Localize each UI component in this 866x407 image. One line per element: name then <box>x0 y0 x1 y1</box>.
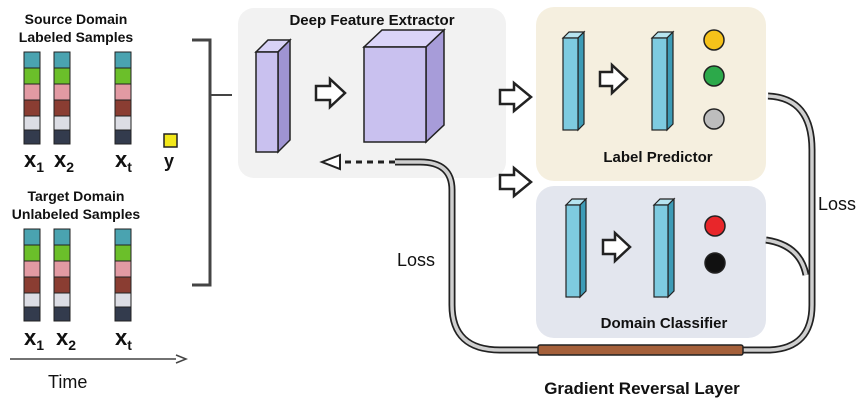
feature-extractor-title: Deep Feature Extractor <box>289 12 454 29</box>
source-sample-xt <box>114 51 132 145</box>
source-sample-x1 <box>23 51 41 145</box>
loss-tube-left <box>395 158 540 354</box>
source-xt-label: xt <box>115 147 132 175</box>
class-output-gray <box>703 108 725 130</box>
target-sample-x2 <box>53 228 71 322</box>
extractor-thin-layer <box>254 38 292 154</box>
source-sample-x2 <box>53 51 71 145</box>
label-y-square <box>163 133 178 148</box>
arrow-to-label-predictor <box>498 80 533 114</box>
source-title-line2: Labeled Samples <box>19 29 134 45</box>
target-xt-label: xt <box>115 325 132 353</box>
classifier-inner-arrow <box>601 230 632 264</box>
loss-tube-right <box>740 92 816 354</box>
time-axis-arrowhead <box>175 354 189 364</box>
classifier-layer-2 <box>652 197 676 299</box>
predictor-layer-1 <box>561 30 586 132</box>
domain-classifier-title: Domain Classifier <box>601 315 728 332</box>
loss-tube-classifier <box>765 236 810 276</box>
target-sample-xt <box>114 228 132 322</box>
classifier-layer-1 <box>564 197 588 299</box>
domain-output-black <box>704 252 726 274</box>
gradient-back-arrowhead <box>319 153 341 171</box>
gradient-reversal-layer-bar <box>537 344 744 356</box>
target-title-line1: Target Domain <box>28 188 125 204</box>
class-output-orange <box>703 29 725 51</box>
input-bracket <box>192 38 212 287</box>
time-label: Time <box>48 372 87 392</box>
source-title-line1: Source Domain <box>25 11 128 27</box>
target-title-line2: Unlabeled Samples <box>12 206 141 222</box>
label-predictor-box <box>536 7 766 181</box>
source-x2-label: x2 <box>54 147 74 175</box>
target-sample-x1 <box>23 228 41 322</box>
target-x1-label: x1 <box>24 325 44 353</box>
class-output-green <box>703 65 725 87</box>
label-predictor-title: Label Predictor <box>603 149 712 166</box>
extractor-inner-arrow <box>314 76 347 110</box>
loss-right-label: Loss <box>818 194 856 214</box>
source-x1-label: x1 <box>24 147 44 175</box>
predictor-inner-arrow <box>598 62 629 96</box>
extractor-cube <box>362 28 446 144</box>
target-x2-label: x2 <box>56 325 76 353</box>
loss-left-label: Loss <box>397 250 435 270</box>
gradient-reversal-layer-label: Gradient Reversal Layer <box>544 379 740 398</box>
predictor-layer-2 <box>650 30 675 132</box>
arrow-to-domain-classifier <box>498 165 533 199</box>
label-y: y <box>164 151 174 171</box>
domain-output-red <box>704 215 726 237</box>
